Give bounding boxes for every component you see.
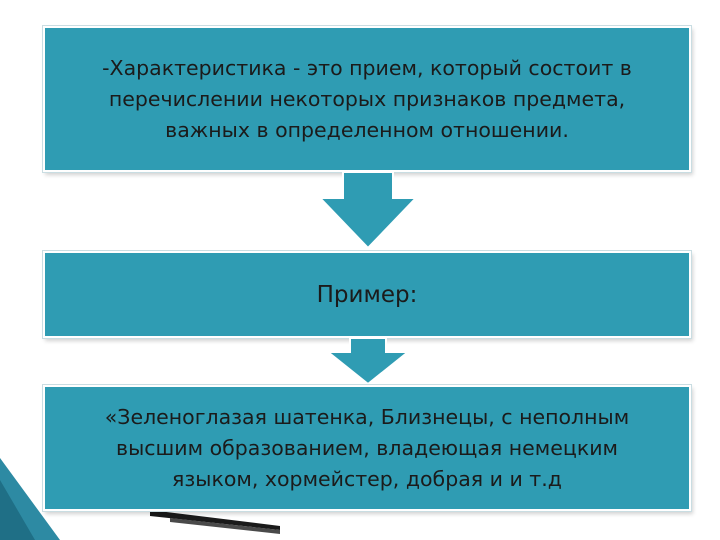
- definition-text: -Характеристика - это прием, который сос…: [102, 55, 632, 142]
- arrow-down-icon: [317, 171, 419, 250]
- example-heading-text: Пример:: [316, 281, 418, 308]
- example-content-text: «Зеленоглазая шатенка, Близнецы, с непол…: [104, 404, 630, 491]
- arrow-down-icon: [325, 337, 411, 386]
- corner-decoration: [0, 458, 280, 540]
- example-heading-box: Пример:: [43, 251, 691, 338]
- definition-box: -Характеристика - это прием, который сос…: [43, 26, 691, 172]
- example-content-box: «Зеленоглазая шатенка, Близнецы, с непол…: [43, 385, 691, 511]
